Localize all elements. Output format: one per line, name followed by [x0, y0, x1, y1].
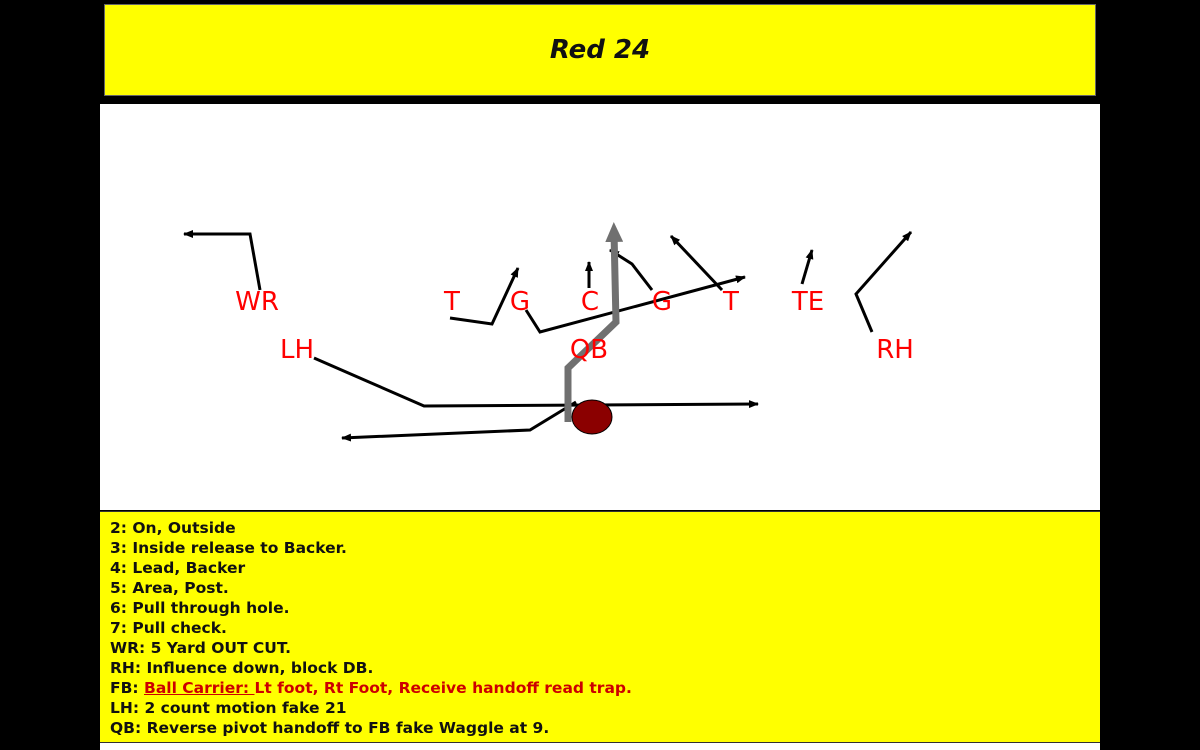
- te-route: [800, 249, 814, 285]
- position-wr: WR: [235, 287, 279, 317]
- note-line-fb: FB: Ball Carrier: Lt foot, Rt Foot, Rece…: [110, 678, 1100, 698]
- position-te: TE: [791, 287, 825, 317]
- wr-route: [183, 230, 262, 291]
- position-rt: T: [723, 287, 739, 317]
- qb-waggle-route: [341, 400, 577, 442]
- note-line: 7: Pull check.: [110, 619, 227, 637]
- position-qb: QB: [569, 335, 609, 365]
- note-line: 5: Area, Post.: [110, 579, 229, 597]
- note-fb-ball-carrier: Ball Carrier:: [144, 679, 255, 697]
- position-c: C: [580, 287, 600, 317]
- title-banner: Red 24: [104, 4, 1096, 96]
- note-line: 2: On, Outside: [110, 519, 236, 537]
- note-line: 3: Inside release to Backer.: [110, 539, 347, 557]
- note-line: WR: 5 Yard OUT CUT.: [110, 639, 292, 657]
- rh-route: [854, 231, 913, 333]
- routes-canvas: [183, 222, 913, 442]
- ball-carrier-marker: [571, 399, 613, 435]
- position-rh: RH: [876, 335, 914, 365]
- note-line: 6: Pull through hole.: [110, 599, 290, 617]
- lt-route: [449, 267, 520, 326]
- note-fb-prefix: FB:: [110, 679, 144, 697]
- position-rg: G: [651, 287, 673, 317]
- note-line: 4: Lead, Backer: [110, 559, 246, 577]
- note-line: RH: Influence down, block DB.: [110, 659, 374, 677]
- note-fb-detail: Lt foot, Rt Foot, Receive handoff read t…: [254, 679, 632, 697]
- position-lg: G: [509, 287, 531, 317]
- qb-path: [564, 222, 624, 422]
- bottom-strip: [100, 743, 1100, 750]
- play-diagram: WR LH T G C G T TE QB RH: [100, 104, 1100, 510]
- rt-route: [669, 234, 724, 292]
- note-line: QB: Reverse pivot handoff to FB fake Wag…: [110, 719, 550, 737]
- play-title: Red 24: [549, 35, 651, 65]
- position-lt: T: [444, 287, 460, 317]
- position-lh: LH: [279, 335, 315, 365]
- lh-route: [313, 356, 759, 409]
- note-line: LH: 2 count motion fake 21: [110, 699, 347, 717]
- assignment-notes: 2: On, Outside 3: Inside release to Back…: [100, 511, 1100, 743]
- lg-route: [524, 275, 746, 334]
